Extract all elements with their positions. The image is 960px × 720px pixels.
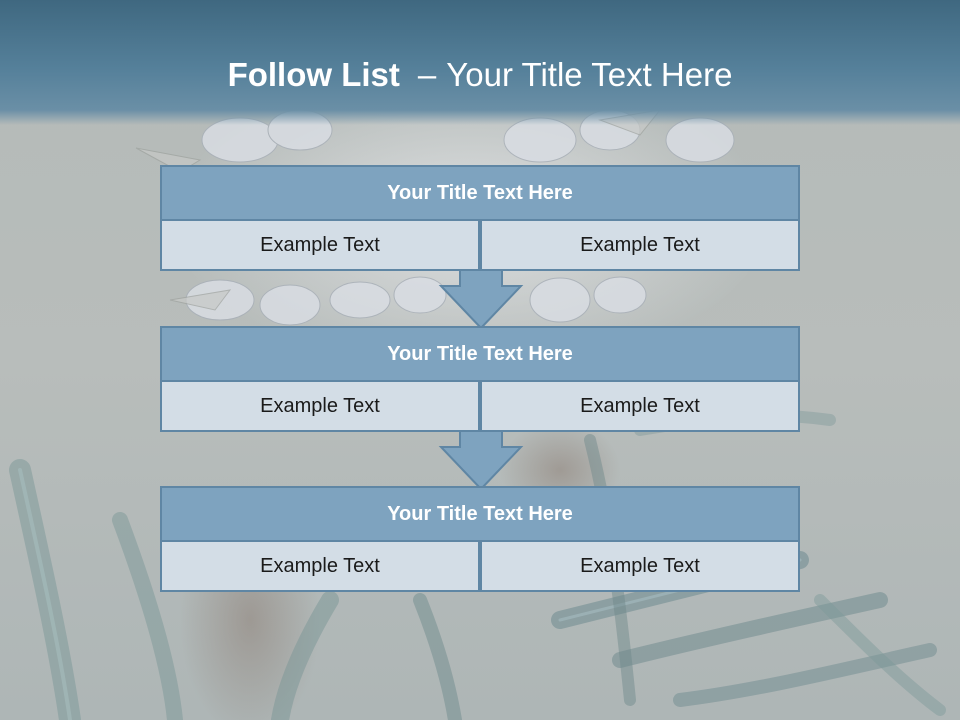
block-cell-right: Example Text: [480, 382, 800, 432]
list-block: Your Title Text Here Example Text Exampl…: [160, 326, 800, 432]
block-cell-left: Example Text: [160, 221, 480, 271]
list-block: Your Title Text Here Example Text Exampl…: [160, 486, 800, 592]
slide-title-rest: Your Title Text Here: [446, 56, 733, 93]
block-title: Your Title Text Here: [160, 165, 800, 221]
down-arrow-icon: [438, 269, 524, 330]
block-cell-right: Example Text: [480, 542, 800, 592]
block-cell-right: Example Text: [480, 221, 800, 271]
slide-title-separator: –: [417, 56, 437, 93]
slide-title-bold: Follow List: [227, 56, 400, 93]
block-row: Example Text Example Text: [160, 382, 800, 432]
block-row: Example Text Example Text: [160, 542, 800, 592]
down-arrow-icon: [438, 430, 524, 491]
list-block: Your Title Text Here Example Text Exampl…: [160, 165, 800, 271]
block-title: Your Title Text Here: [160, 326, 800, 382]
block-row: Example Text Example Text: [160, 221, 800, 271]
block-title: Your Title Text Here: [160, 486, 800, 542]
header-band: [0, 0, 960, 125]
block-cell-left: Example Text: [160, 382, 480, 432]
slide-title: Follow List–Your Title Text Here: [0, 56, 960, 94]
block-cell-left: Example Text: [160, 542, 480, 592]
